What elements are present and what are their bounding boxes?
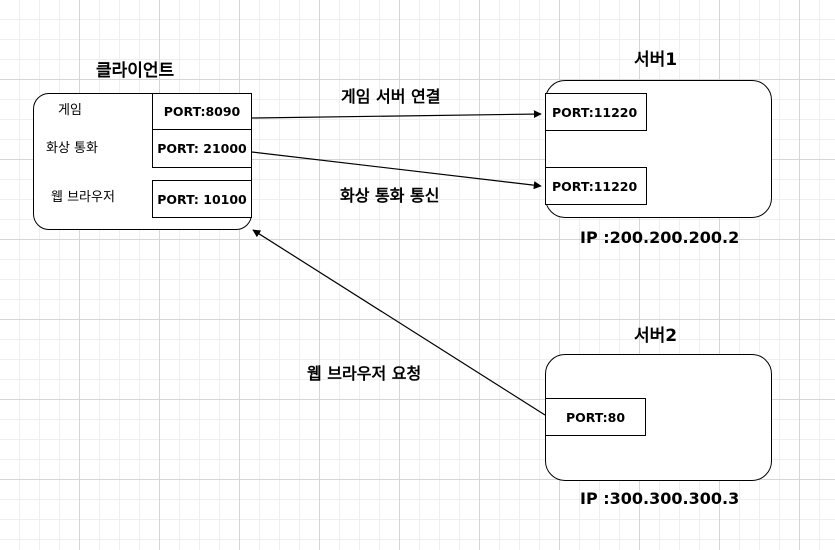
client-port-game[interactable]: PORT:8090 xyxy=(152,93,252,130)
web-request-arrow xyxy=(252,229,546,416)
client-app-game-label: 게임 xyxy=(58,103,82,118)
video-call-arrow xyxy=(251,151,542,190)
client-port-browser[interactable]: PORT: 10100 xyxy=(152,180,252,218)
client-title: 클라이언트 xyxy=(96,61,175,81)
web-request-label: 웹 브라우저 요청 xyxy=(307,364,422,383)
game-connect-arrow xyxy=(251,110,542,119)
server2-port[interactable]: PORT:80 xyxy=(545,398,646,436)
server2-title: 서버2 xyxy=(634,326,678,346)
server1-port-1[interactable]: PORT:11220 xyxy=(545,93,647,131)
client-port-video[interactable]: PORT: 21000 xyxy=(152,129,252,168)
server1-title: 서버1 xyxy=(634,50,678,70)
server2-ip: IP :300.300.300.3 xyxy=(580,489,740,508)
server1-port-2[interactable]: PORT:11220 xyxy=(545,167,647,205)
client-app-browser-label: 웹 브라우저 xyxy=(51,190,115,205)
video-call-label: 화상 통화 통신 xyxy=(340,186,440,205)
server2-box[interactable] xyxy=(545,354,772,481)
server1-ip: IP :200.200.200.2 xyxy=(580,228,740,247)
client-app-video-label: 화상 통화 xyxy=(46,141,98,156)
game-connect-label: 게임 서버 연결 xyxy=(341,87,441,106)
